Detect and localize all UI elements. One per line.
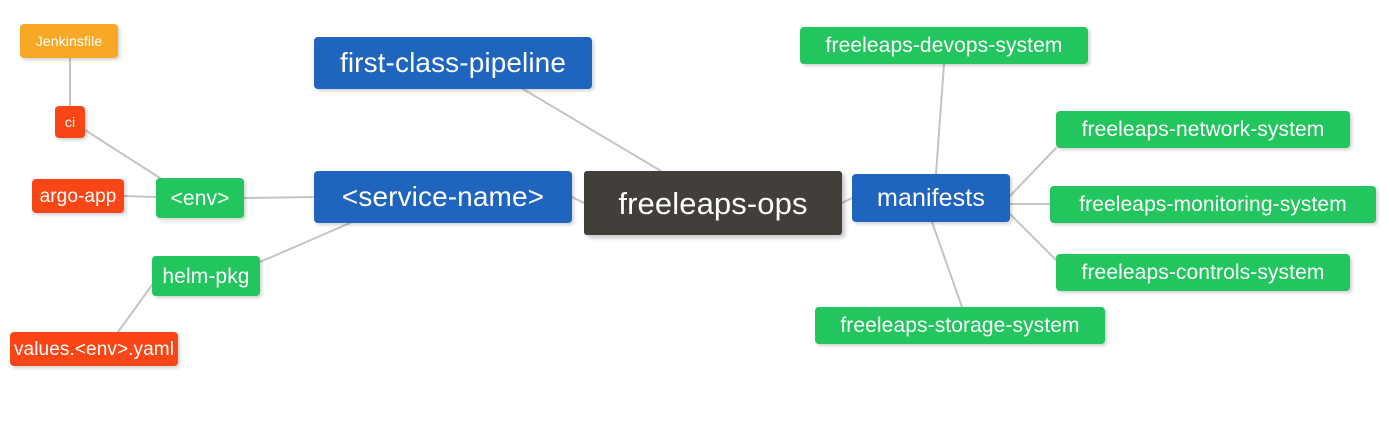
node-label: <service-name> <box>341 181 545 212</box>
mindmap-node-devops[interactable]: freeleaps-devops-system <box>800 27 1088 64</box>
mindmap-node-storage[interactable]: freeleaps-storage-system <box>815 307 1105 344</box>
node-label: freeleaps-controls-system <box>1081 261 1325 284</box>
node-label: argo-app <box>39 185 117 207</box>
node-label: values.<env>.yaml <box>13 338 175 360</box>
edge-service-to-env <box>243 196 315 199</box>
node-label: freeleaps-devops-system <box>825 34 1063 57</box>
edge-root-to-manifests <box>841 197 853 204</box>
edge-manifests-to-storage <box>931 221 963 308</box>
edge-root-to-pipeline <box>522 88 662 172</box>
node-label: <env> <box>170 186 230 210</box>
mindmap-node-argoapp[interactable]: argo-app <box>32 179 124 213</box>
node-label: Jenkinsfile <box>35 33 103 49</box>
node-label: freeleaps-monitoring-system <box>1079 193 1347 216</box>
edge-helmpkg-to-valuesyaml <box>117 284 153 333</box>
edge-service-to-helmpkg <box>259 222 351 263</box>
mindmap-node-monitoring[interactable]: freeleaps-monitoring-system <box>1050 186 1376 223</box>
node-label: helm-pkg <box>162 264 250 288</box>
edge-env-to-ci <box>84 129 161 179</box>
node-label: ci <box>64 114 76 130</box>
edge-env-to-argoapp <box>123 195 157 198</box>
mindmap-node-env[interactable]: <env> <box>156 178 244 218</box>
node-label: freeleaps-network-system <box>1081 118 1325 141</box>
edge-manifests-to-devops <box>935 63 945 175</box>
mindmap-node-manifests[interactable]: manifests <box>852 174 1010 222</box>
mindmap-node-pipeline[interactable]: first-class-pipeline <box>314 37 592 89</box>
mindmap-node-ci[interactable]: ci <box>55 106 85 138</box>
mindmap-node-network[interactable]: freeleaps-network-system <box>1056 111 1350 148</box>
mindmap-node-controls[interactable]: freeleaps-controls-system <box>1056 254 1350 291</box>
node-label: freeleaps-storage-system <box>840 314 1080 337</box>
mindmap-node-valuesyaml[interactable]: values.<env>.yaml <box>10 332 178 366</box>
mindmap-node-jenkinsfile[interactable]: Jenkinsfile <box>20 24 118 58</box>
node-label: first-class-pipeline <box>339 47 567 78</box>
mindmap-node-helmpkg[interactable]: helm-pkg <box>152 256 260 296</box>
node-label: freeleaps-ops <box>618 185 808 221</box>
mindmap-node-root[interactable]: freeleaps-ops <box>584 171 842 235</box>
node-label: manifests <box>877 183 985 212</box>
mindmap-node-service[interactable]: <service-name> <box>314 171 572 223</box>
edge-manifests-to-controls <box>1009 213 1057 261</box>
edge-root-to-service <box>571 196 585 204</box>
